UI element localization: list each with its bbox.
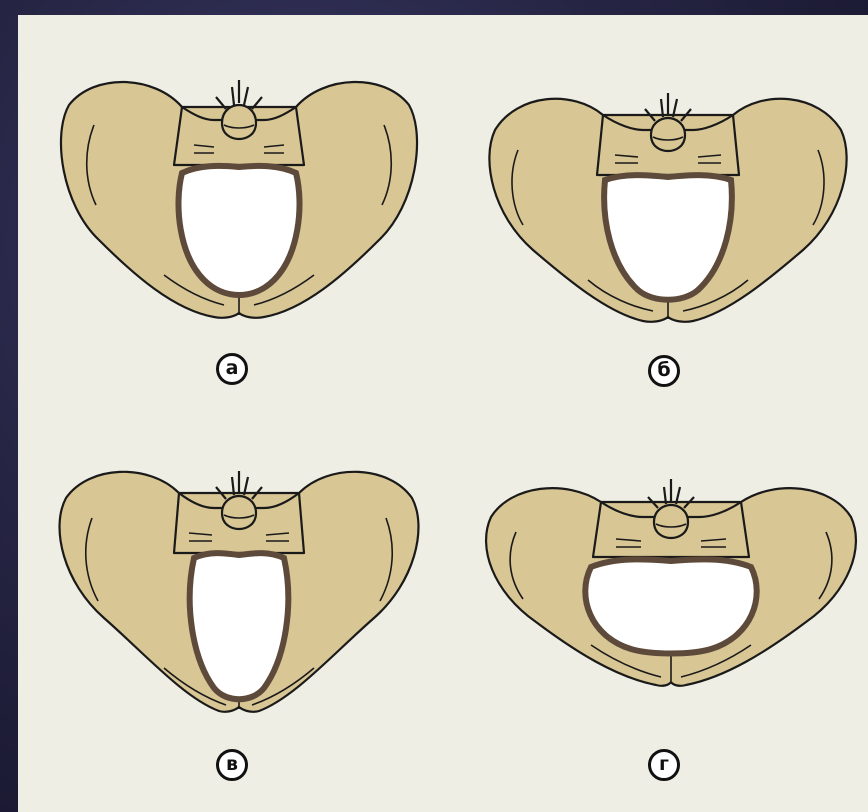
pelvis-illustration-icon xyxy=(481,467,861,717)
pelvis-figure-a xyxy=(54,65,424,335)
pelvis-illustration-icon xyxy=(483,75,853,345)
figure-label-a: а xyxy=(216,353,248,385)
pelvis-figure-b xyxy=(483,75,853,345)
pelvis-figure-g xyxy=(481,467,861,717)
pelvis-figure-v xyxy=(54,453,424,723)
pelvis-illustration-icon xyxy=(54,453,424,723)
illustration-panel: а б xyxy=(18,15,868,812)
figure-label-g: г xyxy=(648,749,680,781)
figure-label-v: в xyxy=(216,749,248,781)
figure-label-b: б xyxy=(648,355,680,387)
pelvis-illustration-icon xyxy=(54,65,424,335)
